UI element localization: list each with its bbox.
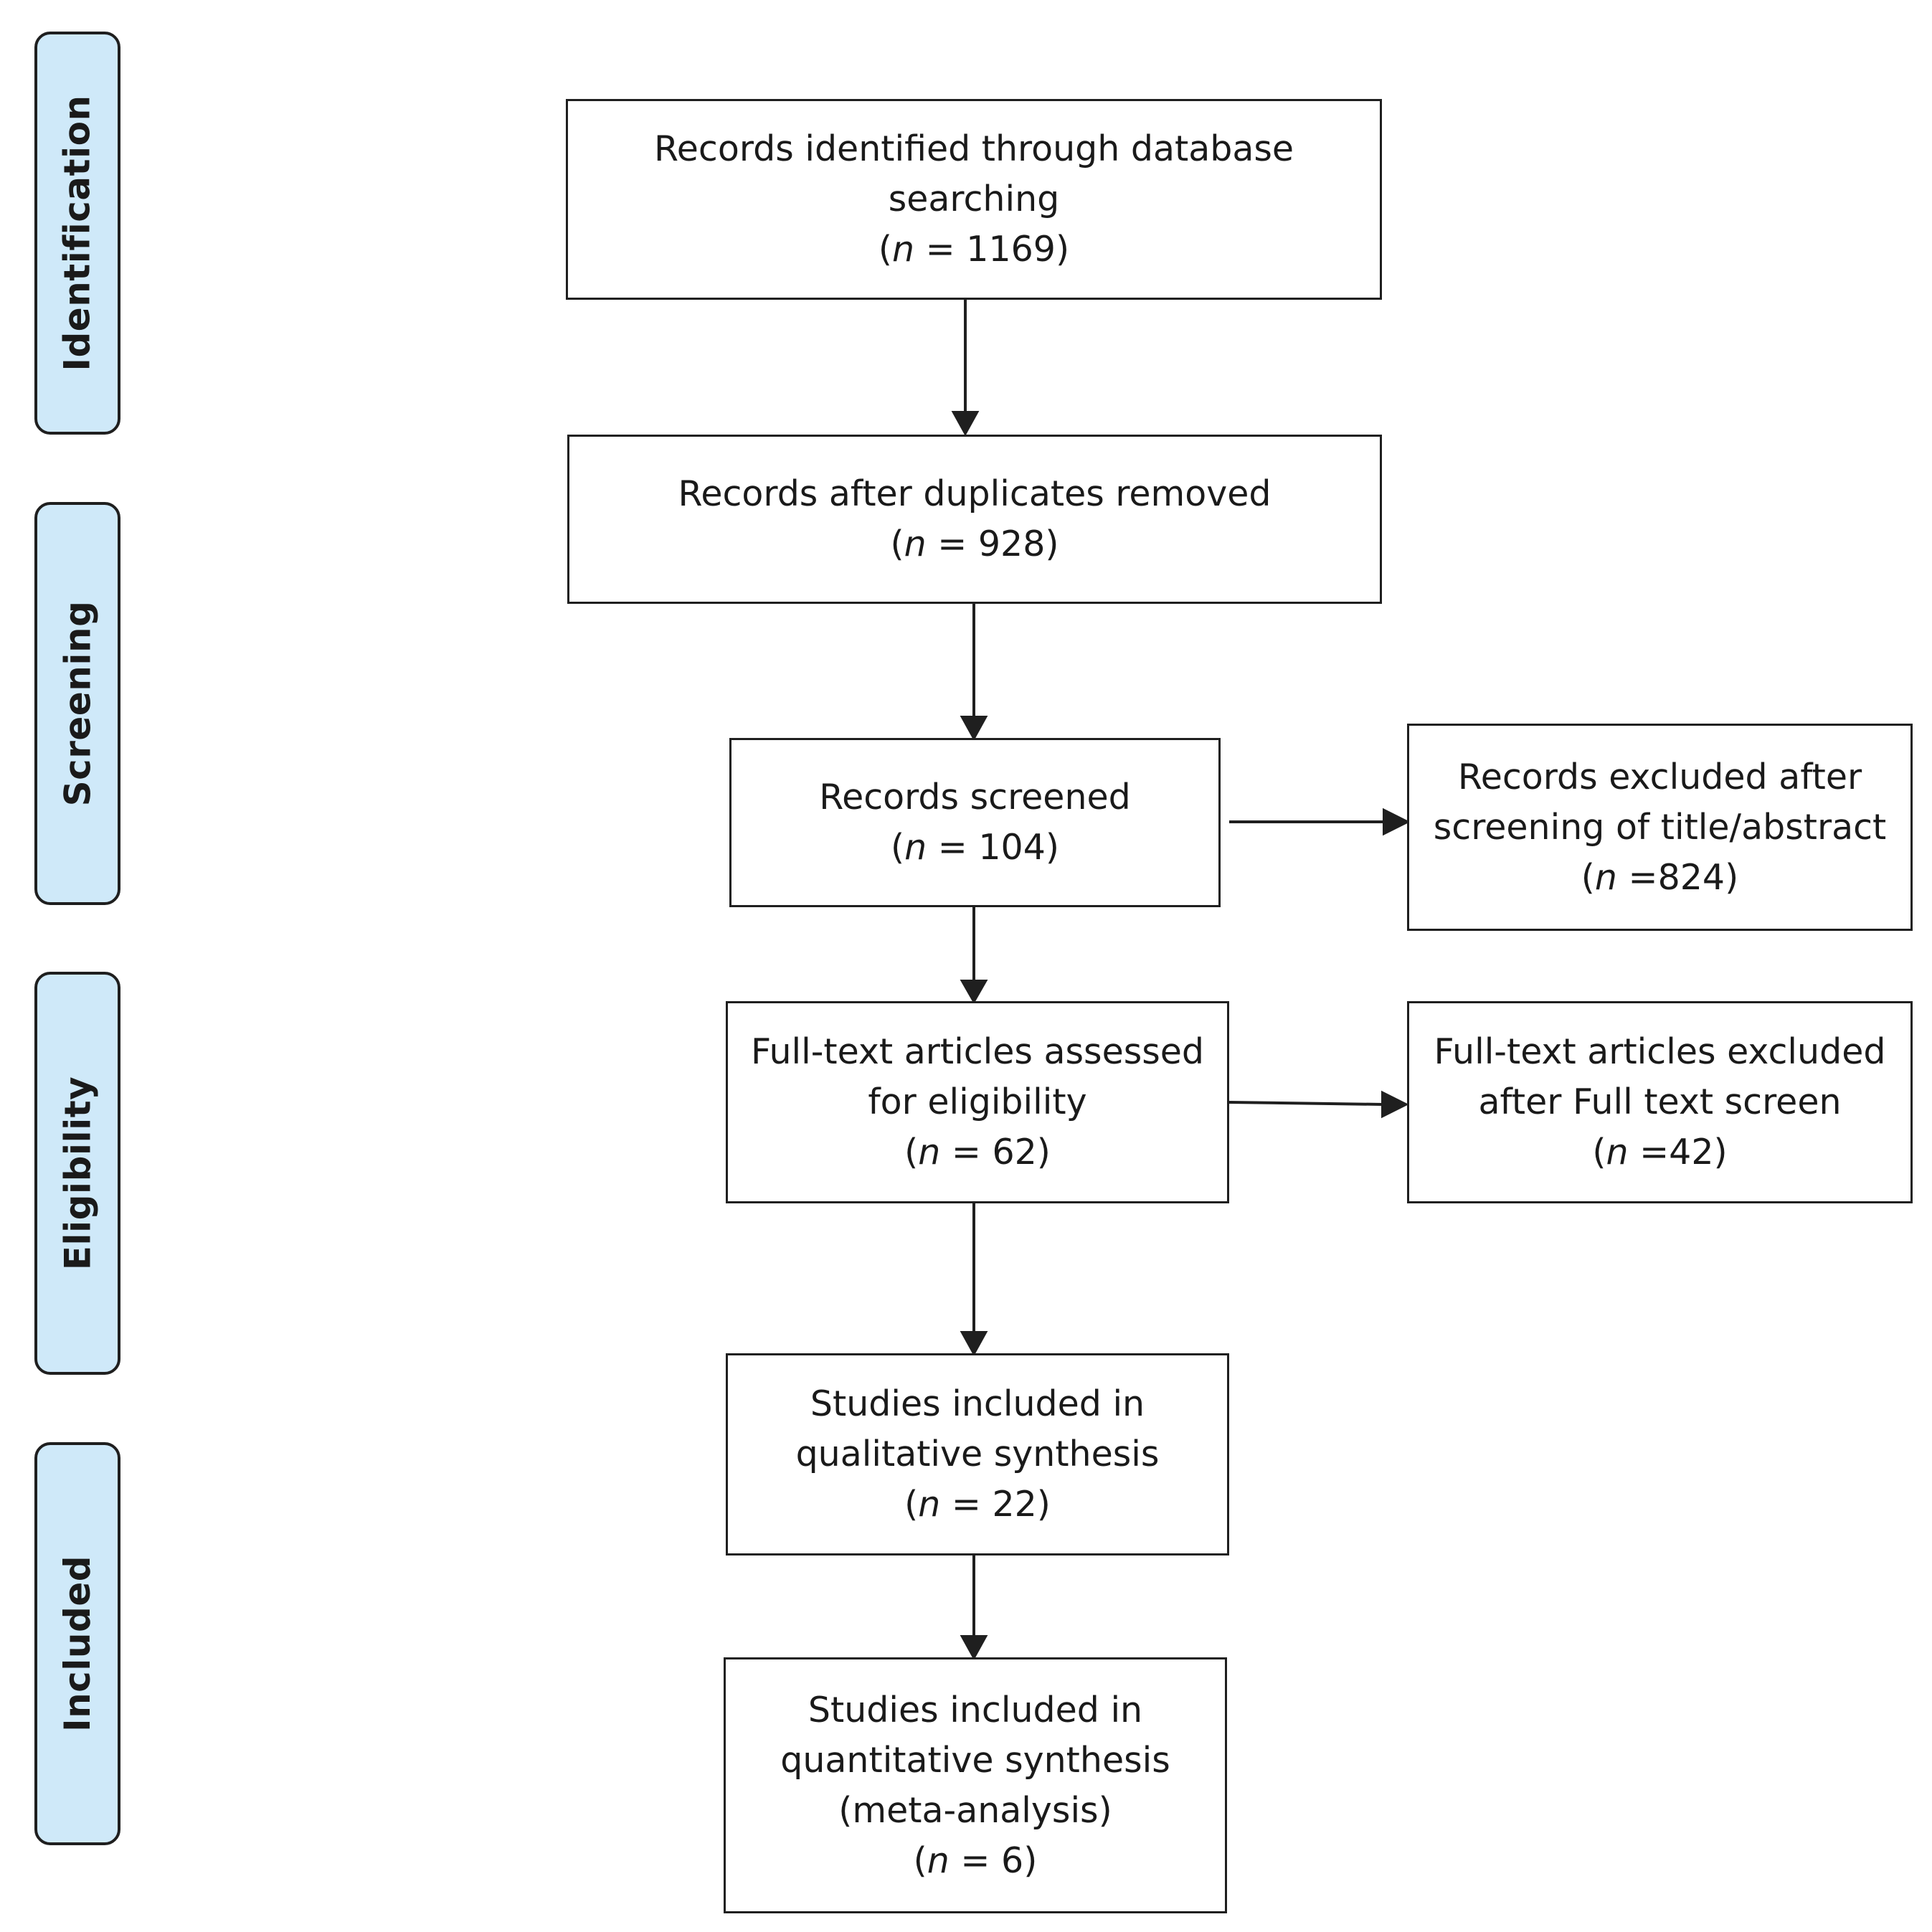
line-1: Records identified through database <box>653 128 1294 169</box>
box-records-after-duplicates: Records after duplicates removed (n = 92… <box>567 435 1382 604</box>
line-1: Studies included in <box>808 1689 1143 1730</box>
phase-eligibility: Eligibility <box>34 972 120 1375</box>
line-1: Full-text articles excluded <box>1434 1031 1886 1072</box>
line-2: for eligibility <box>868 1081 1087 1122</box>
line-3: (meta-analysis) <box>838 1789 1112 1831</box>
box-fulltext-assessed: Full-text articles assessed for eligibil… <box>726 1001 1229 1203</box>
line-2: after Full text screen <box>1478 1081 1842 1122</box>
box-records-excluded-screening: Records excluded after screening of titl… <box>1407 724 1913 931</box>
count: (n =824) <box>1581 856 1739 898</box>
line-2: screening of title/abstract <box>1433 806 1887 848</box>
phase-included: Included <box>34 1442 120 1845</box>
count: (n = 104) <box>890 827 1060 868</box>
line-2: qualitative synthesis <box>795 1434 1160 1474</box>
phase-identification: Identification <box>34 32 120 435</box>
box-records-screened: Records screened (n = 104) <box>729 738 1221 907</box>
box-qualitative-synthesis: Studies included in qualitative synthesi… <box>726 1353 1229 1555</box>
line-1: Records after duplicates removed <box>678 473 1272 514</box>
line-2: quantitative synthesis <box>780 1739 1170 1781</box>
line-1: Records screened <box>819 777 1131 818</box>
line-2: searching <box>888 179 1060 219</box>
box-quantitative-synthesis: Studies included in quantitative synthes… <box>724 1657 1227 1913</box>
count: (n = 1169) <box>878 229 1070 270</box>
line-1: Records excluded after <box>1457 756 1862 797</box>
phase-screening: Screening <box>34 502 120 905</box>
count: (n = 6) <box>913 1839 1038 1881</box>
box-fulltext-excluded: Full-text articles excluded after Full t… <box>1407 1001 1913 1203</box>
box-records-identified: Records identified through database sear… <box>566 99 1382 300</box>
line-1: Full-text articles assessed <box>750 1031 1205 1072</box>
count: (n = 928) <box>890 524 1059 564</box>
arrow-fulltext-to-excluded <box>1228 1101 1383 1106</box>
line-1: Studies included in <box>810 1383 1145 1424</box>
count: (n =42) <box>1592 1132 1728 1173</box>
count: (n = 62) <box>904 1132 1051 1173</box>
count: (n = 22) <box>904 1484 1051 1525</box>
